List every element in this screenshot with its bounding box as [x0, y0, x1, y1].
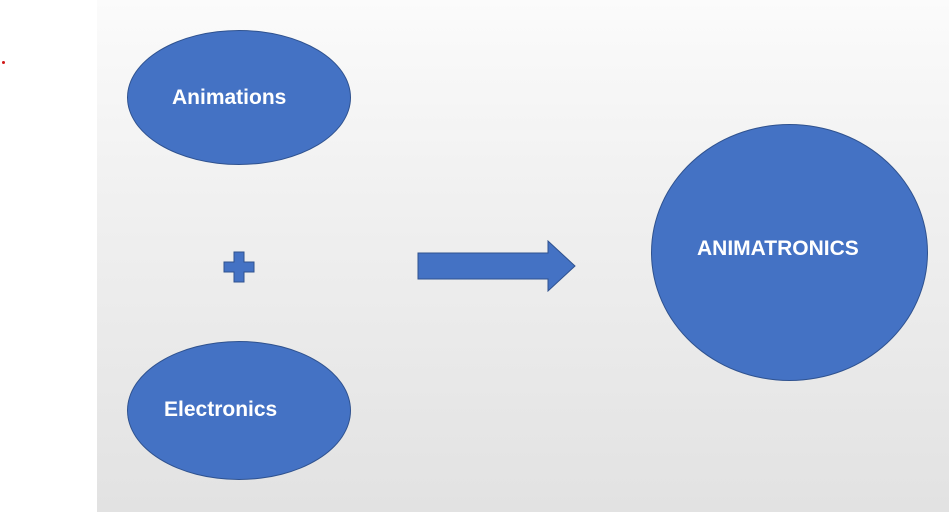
animations-node: Animations: [127, 30, 351, 165]
red-dot-marker: [2, 61, 5, 64]
animatronics-node: ANIMATRONICS: [651, 124, 928, 381]
animatronics-label: ANIMATRONICS: [697, 237, 859, 260]
plus-icon: [223, 251, 255, 283]
electronics-node: Electronics: [127, 341, 351, 480]
right-arrow-icon: [417, 240, 576, 292]
electronics-label: Electronics: [164, 398, 278, 421]
animations-label: Animations: [172, 86, 287, 109]
